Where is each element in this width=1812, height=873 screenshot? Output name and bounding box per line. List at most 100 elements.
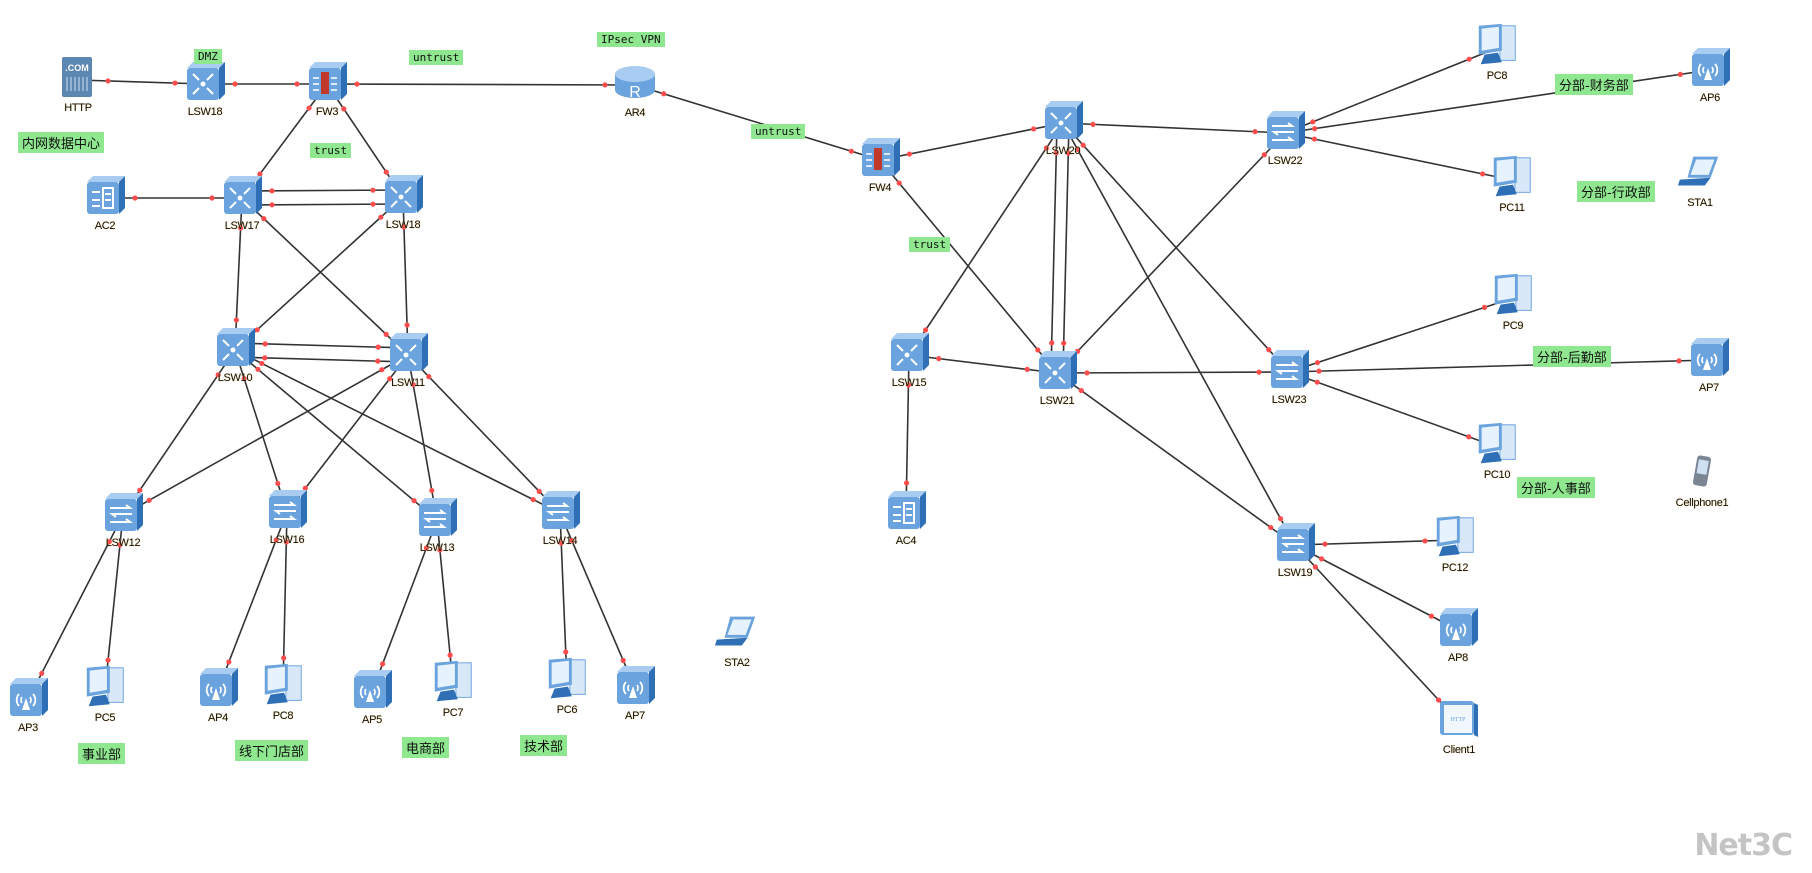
link-line[interactable] xyxy=(122,354,409,516)
link-lsw20-lsw19[interactable] xyxy=(1062,122,1296,546)
phone-icon[interactable] xyxy=(1678,449,1726,495)
zone-label[interactable]: IPsec VPN xyxy=(597,32,665,47)
firewall-icon[interactable] xyxy=(303,58,351,104)
device-pc10[interactable]: PC10 xyxy=(1467,421,1527,491)
device-sta2[interactable]: STA2 xyxy=(707,609,767,679)
device-lsw10[interactable]: LSW10 xyxy=(205,324,265,394)
link-line[interactable] xyxy=(77,79,206,85)
link-lsw18b-lsw11[interactable] xyxy=(401,196,410,356)
link-lsw21-lsw19[interactable] xyxy=(1056,372,1296,546)
device-pc9[interactable]: PC9 xyxy=(1483,272,1543,342)
device-ap8[interactable]: AP8 xyxy=(1428,604,1488,674)
device-pc6[interactable]: PC6 xyxy=(537,656,597,726)
link-lsw13-ap5[interactable] xyxy=(371,519,438,693)
switch-icon[interactable] xyxy=(1261,107,1309,153)
ap-icon[interactable] xyxy=(194,664,242,710)
device-pc7[interactable]: PC7 xyxy=(423,659,483,729)
link-lsw16-ap4[interactable] xyxy=(217,511,288,691)
link-lsw20-lsw15[interactable] xyxy=(908,122,1064,356)
link-line[interactable] xyxy=(1288,371,1498,448)
core-switch-icon[interactable] xyxy=(1039,97,1087,143)
ac-icon[interactable] xyxy=(81,172,129,218)
device-ac4[interactable]: AC4 xyxy=(876,487,936,557)
link-lsw18a-fw3[interactable] xyxy=(205,81,327,87)
link-lsw17-lsw18b[interactable] xyxy=(241,187,403,194)
link-line[interactable] xyxy=(241,189,403,192)
device-lsw13[interactable]: LSW13 xyxy=(407,494,467,564)
link-line[interactable] xyxy=(908,122,1064,356)
pc-icon[interactable] xyxy=(1473,22,1521,68)
link-lsw11-lsw12[interactable] xyxy=(122,354,409,516)
pc-icon[interactable] xyxy=(259,662,307,708)
core-switch-icon[interactable] xyxy=(379,171,427,217)
link-lsw18b-lsw10[interactable] xyxy=(234,196,404,351)
link-line[interactable] xyxy=(1284,69,1711,134)
link-ac2-lsw17[interactable] xyxy=(105,195,242,201)
link-line[interactable] xyxy=(1288,297,1514,373)
zone-label[interactable]: trust xyxy=(909,237,951,252)
link-line[interactable] xyxy=(1056,132,1286,374)
link-line[interactable] xyxy=(1050,122,1058,373)
zone-label[interactable]: 分部-后勤部 xyxy=(1533,346,1611,367)
pc-icon[interactable] xyxy=(1473,421,1521,467)
ap-icon[interactable] xyxy=(1685,334,1733,380)
core-switch-icon[interactable] xyxy=(211,324,259,370)
device-lsw22[interactable]: LSW22 xyxy=(1255,107,1315,177)
link-line[interactable] xyxy=(908,354,1058,374)
client-icon[interactable]: HTTP xyxy=(1435,696,1483,742)
device-lsw18[interactable]: LSW18 xyxy=(373,171,433,241)
ap-icon[interactable] xyxy=(4,674,52,720)
device-pc8[interactable]: PC8 xyxy=(1467,22,1527,92)
ac-icon[interactable] xyxy=(882,487,930,533)
link-line[interactable] xyxy=(234,197,243,351)
link-line[interactable] xyxy=(234,349,561,514)
link-line[interactable] xyxy=(1284,132,1513,181)
switch-icon[interactable] xyxy=(413,494,461,540)
link-lsw21-lsw23[interactable] xyxy=(1056,369,1290,376)
link-line[interactable] xyxy=(1062,123,1070,374)
link-lsw10-lsw12[interactable] xyxy=(122,349,236,516)
link-lsw12-pc5[interactable] xyxy=(104,514,124,691)
device-ap6[interactable]: AP6 xyxy=(1680,44,1740,114)
link-lsw22-lsw21[interactable] xyxy=(1056,132,1286,374)
link-line[interactable] xyxy=(286,354,409,513)
link-ar4-fw4[interactable] xyxy=(634,84,881,161)
link-lsw15-lsw21[interactable] xyxy=(908,354,1058,374)
link-line[interactable] xyxy=(27,514,124,701)
link-line[interactable] xyxy=(1056,372,1296,546)
pc-icon[interactable] xyxy=(1489,272,1537,318)
link-line[interactable] xyxy=(326,83,636,86)
zone-label[interactable]: 技术部 xyxy=(520,735,568,756)
switch-icon[interactable] xyxy=(1265,346,1313,392)
device-lsw12[interactable]: LSW12 xyxy=(93,489,153,559)
link-lsw10-lsw16[interactable] xyxy=(234,349,288,513)
core-switch-icon[interactable] xyxy=(181,58,229,104)
router-icon[interactable]: R xyxy=(611,59,659,105)
device-lsw19[interactable]: LSW19 xyxy=(1265,519,1325,589)
pc-icon[interactable] xyxy=(81,664,129,710)
link-lsw10-lsw14[interactable] xyxy=(234,349,561,514)
device-lsw18[interactable]: LSW18 xyxy=(175,58,235,128)
device-lsw15[interactable]: LSW15 xyxy=(879,329,939,399)
link-line[interactable] xyxy=(407,354,561,514)
zone-label[interactable]: untrust xyxy=(409,50,464,65)
zone-label[interactable]: untrust xyxy=(751,124,806,139)
link-lsw13-pc7[interactable] xyxy=(436,519,454,686)
link-lsw22-pc8b[interactable] xyxy=(1284,47,1498,134)
firewall-icon[interactable] xyxy=(856,134,904,180)
laptop-icon[interactable] xyxy=(713,609,761,655)
link-lsw15-ac4[interactable] xyxy=(903,354,912,514)
device-pc11[interactable]: PC11 xyxy=(1482,154,1542,224)
link-lsw17-lsw11[interactable] xyxy=(241,197,409,356)
link-line[interactable] xyxy=(1294,544,1460,723)
link-lsw17-lsw18b[interactable] xyxy=(242,201,404,208)
pc-icon[interactable] xyxy=(1431,514,1479,560)
link-lsw16-pc8a[interactable] xyxy=(281,511,289,689)
link-line[interactable] xyxy=(905,354,910,514)
switch-icon[interactable] xyxy=(536,487,584,533)
link-lsw11-lsw14[interactable] xyxy=(407,354,561,514)
device-lsw16[interactable]: LSW16 xyxy=(257,486,317,556)
link-line[interactable] xyxy=(234,349,438,521)
device-client1[interactable]: HTTP Client1 xyxy=(1429,696,1489,766)
